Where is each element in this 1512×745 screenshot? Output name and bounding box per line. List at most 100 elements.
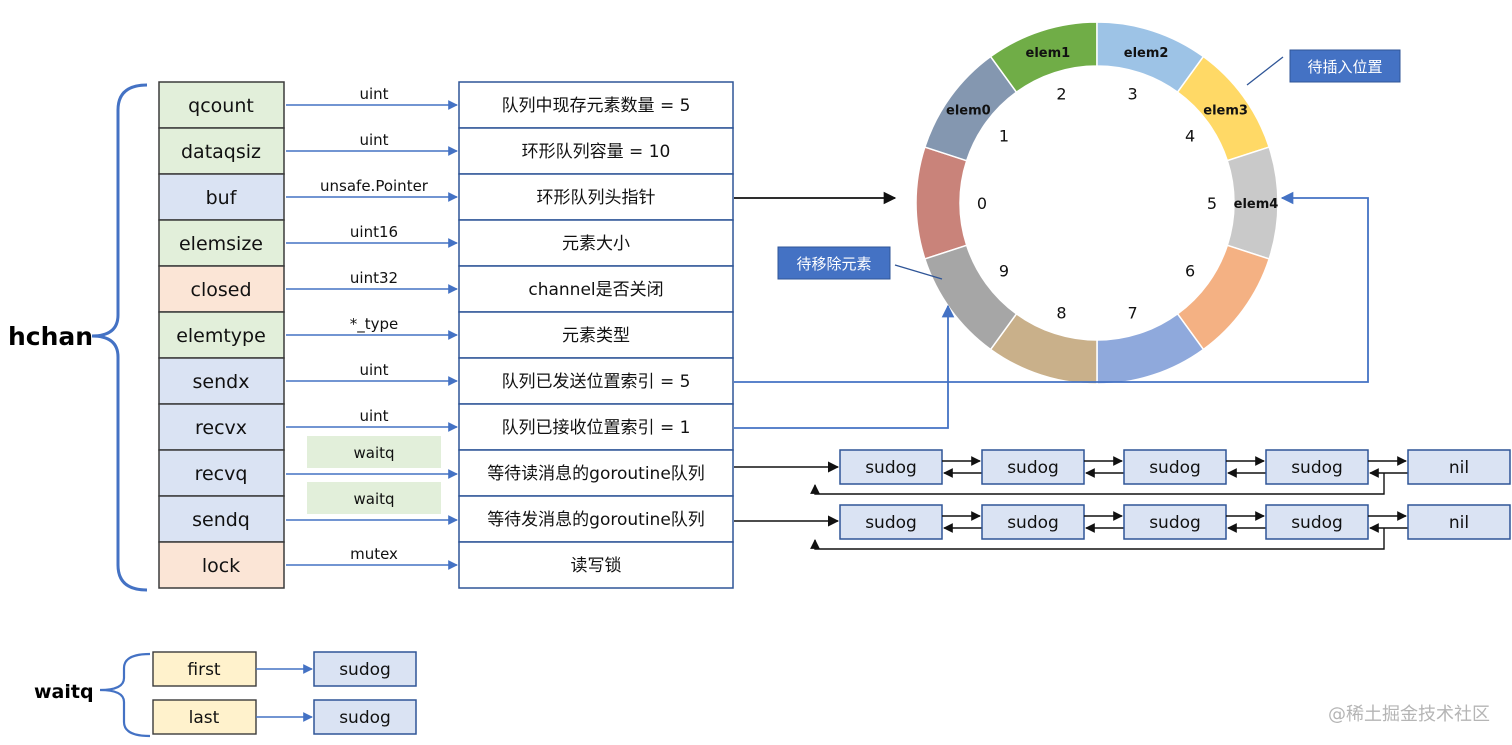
field-type: uint xyxy=(359,85,388,103)
ring-index: 4 xyxy=(1185,126,1195,145)
field-desc: 环形队列容量 = 10 xyxy=(522,142,671,162)
node-label: sudog xyxy=(1007,513,1059,533)
field-name: recvx xyxy=(195,417,247,439)
field-desc: 元素大小 xyxy=(562,234,630,254)
insert-callout-leader xyxy=(1246,56,1284,86)
field-box-sendx xyxy=(158,357,285,405)
node-label: sudog xyxy=(1291,513,1343,533)
ring-index: 8 xyxy=(1056,303,1066,322)
ring-index: 5 xyxy=(1207,194,1217,213)
field-type: waitq xyxy=(353,444,394,462)
node-label: nil xyxy=(1449,458,1469,478)
sudog-node xyxy=(1123,449,1227,485)
node-label: sudog xyxy=(865,513,917,533)
field-desc: 队列已发送位置索引 = 5 xyxy=(502,372,691,392)
field-desc: 队列已接收位置索引 = 1 xyxy=(502,418,691,438)
field-type: uint32 xyxy=(350,269,398,287)
field-name: elemsize xyxy=(179,233,263,255)
sudog-node xyxy=(1265,449,1369,485)
field-box-buf xyxy=(158,173,285,221)
type-badge xyxy=(307,436,441,468)
ring-index: 6 xyxy=(1185,262,1195,281)
ring-index: 0 xyxy=(977,194,987,213)
remove-callout-leader xyxy=(894,264,943,280)
sudog-node xyxy=(1123,504,1227,540)
sudog-node xyxy=(839,504,943,540)
recvq-wrap-link xyxy=(810,473,1385,495)
sudog-node xyxy=(981,449,1085,485)
ring-index: 3 xyxy=(1127,85,1137,104)
waitq-brace xyxy=(99,652,151,738)
ring-index: 7 xyxy=(1127,303,1137,322)
watermark: @稀土掘金技术社区 xyxy=(1328,704,1490,725)
field-type: uint xyxy=(359,361,388,379)
field-name: qcount xyxy=(188,95,254,117)
field-desc: 元素类型 xyxy=(562,326,630,346)
field-desc-box-recvq xyxy=(458,449,734,497)
ring-elem: elem4 xyxy=(1234,197,1279,212)
field-name: lock xyxy=(202,555,240,577)
sudog-node xyxy=(981,504,1085,540)
field-desc-box-qcount xyxy=(458,81,734,129)
ring-slot-7 xyxy=(1096,312,1205,385)
field-desc: channel是否关闭 xyxy=(528,280,663,300)
field-type: mutex xyxy=(350,545,398,563)
ring-index: 9 xyxy=(999,262,1009,281)
field-desc-box-closed xyxy=(458,265,734,313)
type-badge xyxy=(307,482,441,514)
field-type: unsafe.Pointer xyxy=(320,177,429,195)
node-label: sudog xyxy=(1007,458,1059,478)
ring-index: 2 xyxy=(1056,85,1066,104)
ring-slot-1 xyxy=(923,55,1018,162)
waitq-label: waitq xyxy=(34,681,94,703)
recvx-arrow xyxy=(734,304,955,429)
waitq-field-name: last xyxy=(189,708,220,728)
field-desc: 等待发消息的goroutine队列 xyxy=(487,510,705,530)
field-box-sendq xyxy=(158,495,285,543)
waitq-target-sudog xyxy=(313,651,417,687)
field-desc-box-buf xyxy=(458,173,734,221)
field-type: *_type xyxy=(350,315,399,334)
insert-callout-box xyxy=(1289,49,1401,83)
hchan-label: hchan xyxy=(8,322,93,351)
sudog-node xyxy=(839,449,943,485)
waitq-field-name: first xyxy=(187,660,221,680)
field-name: closed xyxy=(191,279,252,301)
waitq-target-sudog xyxy=(313,699,417,735)
nil-node xyxy=(1407,449,1511,485)
ring-slot-9 xyxy=(923,244,1018,351)
waitq-first-box xyxy=(152,651,257,687)
ring-slot-3 xyxy=(1096,21,1205,94)
ring-elem: elem3 xyxy=(1203,104,1248,119)
waitq-last-box xyxy=(152,699,257,735)
field-name: recvq xyxy=(195,463,248,485)
remove-callout-box xyxy=(777,246,891,280)
field-desc-box-lock xyxy=(458,541,734,589)
field-type: waitq xyxy=(353,490,394,508)
field-desc-box-recvx xyxy=(458,403,734,451)
ring-index: 1 xyxy=(999,126,1009,145)
node-label: sudog xyxy=(1291,458,1343,478)
field-name: buf xyxy=(206,187,238,209)
ring-slot-0 xyxy=(915,146,968,260)
hchan-brace xyxy=(91,83,148,592)
ring-slot-2 xyxy=(989,21,1098,94)
field-name: sendx xyxy=(193,371,250,393)
node-label: sudog xyxy=(1149,513,1201,533)
node-label: sudog xyxy=(865,458,917,478)
field-box-qcount xyxy=(158,81,285,129)
field-type: uint xyxy=(359,131,388,149)
sudog-node xyxy=(1265,504,1369,540)
ring-slot-4 xyxy=(1176,55,1271,162)
field-desc: 环形队列头指针 xyxy=(537,188,656,208)
field-desc: 等待读消息的goroutine队列 xyxy=(487,464,705,484)
field-box-recvx xyxy=(158,403,285,451)
field-desc: 队列中现存元素数量 = 5 xyxy=(502,96,691,116)
insert-callout-label: 待插入位置 xyxy=(1307,58,1382,76)
field-desc-box-sendx xyxy=(458,357,734,405)
ring-slot-8 xyxy=(989,312,1098,385)
